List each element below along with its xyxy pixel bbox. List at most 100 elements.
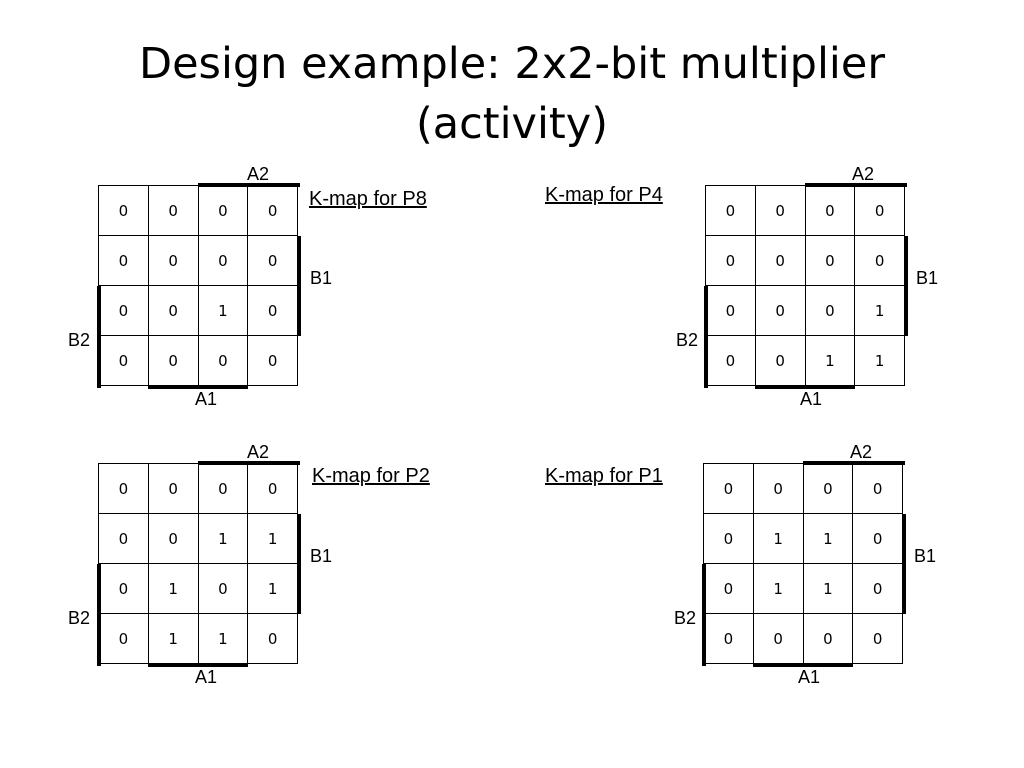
b2-bar — [704, 286, 708, 388]
kmap-grid: 0 0 0 0 0 0 1 1 0 1 0 1 0 1 1 0 — [98, 463, 298, 664]
kmap-cell: 0 — [802, 613, 854, 664]
kmap-cell: 0 — [98, 235, 149, 286]
kmap-cell: 0 — [147, 285, 199, 336]
kmap-cell: 1 — [197, 285, 249, 336]
kmap-cell: 0 — [98, 563, 149, 614]
kmap-cell: 1 — [854, 335, 905, 386]
kmap-cell: 0 — [98, 285, 149, 336]
kmap-cell: 0 — [98, 185, 149, 236]
kmap-grid: 0 0 0 0 0 0 0 0 0 0 0 1 0 0 1 1 — [705, 185, 905, 386]
label-b2: B2 — [676, 330, 699, 350]
kmap-cell: 1 — [247, 563, 298, 614]
b1-bar — [297, 514, 301, 614]
kmap-grid: 0 0 0 0 0 1 1 0 0 1 1 0 0 0 0 0 — [703, 463, 903, 664]
kmap-cell: 1 — [802, 563, 854, 614]
kmap-cell: 0 — [247, 235, 298, 286]
kmap-row: 0 0 0 0 — [98, 463, 298, 514]
kmap-cell: 0 — [754, 235, 806, 286]
kmap-cell: 0 — [147, 463, 199, 514]
kmap-cell: 0 — [703, 563, 754, 614]
kmap-cell: 0 — [197, 185, 249, 236]
kmap-cell: 1 — [247, 513, 298, 564]
kmap-row: 0 0 0 0 — [705, 235, 905, 286]
kmap-cell: 0 — [804, 285, 856, 336]
title-line-1: Design example: 2x2-bit multiplier — [138, 39, 886, 89]
caption-p2: K-map for P2 — [312, 465, 430, 487]
kmap-cell: 0 — [703, 613, 754, 664]
slide-title: Design example: 2x2-bit multiplier (acti… — [0, 34, 1024, 154]
label-b2: B2 — [68, 608, 91, 628]
label-b2: B2 — [674, 608, 697, 628]
kmap-cell: 0 — [754, 185, 806, 236]
b1-bar — [297, 236, 301, 336]
a1-bar — [148, 663, 248, 667]
a1-bar — [753, 663, 853, 667]
kmap-row: 0 0 0 0 — [98, 185, 298, 236]
label-a2: A2 — [247, 442, 270, 462]
label-a2: A2 — [852, 164, 875, 184]
kmap-row: 0 0 0 0 — [705, 185, 905, 236]
label-b1: B1 — [914, 546, 937, 566]
kmap-cell: 0 — [247, 285, 298, 336]
kmap-cell: 0 — [197, 563, 249, 614]
kmap-cell: 1 — [197, 613, 249, 664]
kmap-cell: 0 — [804, 185, 856, 236]
kmap-p1: A2 0 0 0 0 0 1 1 0 0 1 1 0 0 0 0 0 B1 B2 — [673, 442, 936, 687]
a1-bar — [148, 385, 248, 389]
kmap-cell: 0 — [804, 235, 856, 286]
kmap-cell: 0 — [854, 235, 905, 286]
b2-bar — [97, 286, 101, 388]
kmap-cell: 0 — [197, 463, 249, 514]
kmap-row: 0 0 0 0 — [98, 235, 298, 286]
kmap-cell: 0 — [705, 285, 756, 336]
kmap-cell: 0 — [703, 513, 754, 564]
label-a1: A1 — [195, 667, 218, 687]
kmap-cell: 0 — [98, 335, 149, 386]
kmap-cell: 0 — [147, 335, 199, 386]
kmap-cell: 0 — [247, 463, 298, 514]
kmap-cell: 0 — [705, 185, 756, 236]
kmap-row: 0 0 1 0 — [98, 285, 298, 336]
kmap-cell: 0 — [705, 235, 756, 286]
kmap-row: 0 1 1 0 — [703, 563, 903, 614]
label-b1: B1 — [916, 268, 939, 288]
kmap-cell: 0 — [247, 613, 298, 664]
label-a2: A2 — [850, 442, 873, 462]
caption-p1: K-map for P1 — [545, 465, 663, 487]
kmap-cell: 1 — [752, 513, 804, 564]
kmap-p2: A2 0 0 0 0 0 0 1 1 0 1 0 1 0 1 1 0 B1 B2 — [68, 442, 332, 687]
kmap-cell: 0 — [98, 463, 149, 514]
kmap-cell: 0 — [754, 285, 806, 336]
kmap-cell: 0 — [752, 613, 804, 664]
kmap-cell: 0 — [147, 513, 199, 564]
kmap-cell: 0 — [147, 235, 199, 286]
kmap-cell: 0 — [705, 335, 756, 386]
label-a2: A2 — [247, 164, 270, 184]
kmap-cell: 0 — [197, 335, 249, 386]
b2-bar — [97, 564, 101, 666]
caption-p4: K-map for P4 — [545, 184, 663, 206]
a1-bar — [755, 385, 855, 389]
kmap-cell: 0 — [98, 513, 149, 564]
kmap-row: 0 0 0 0 — [703, 613, 903, 664]
kmap-cell: 0 — [703, 463, 754, 514]
label-b2: B2 — [68, 330, 91, 350]
kmap-cell: 0 — [247, 185, 298, 236]
kmap-cell: 0 — [852, 613, 903, 664]
label-a1: A1 — [798, 667, 821, 687]
kmap-row: 0 0 1 1 — [705, 335, 905, 386]
kmap-cell: 0 — [852, 463, 903, 514]
kmap-cell: 0 — [852, 513, 903, 564]
label-b1: B1 — [310, 268, 333, 288]
kmap-cell: 1 — [197, 513, 249, 564]
kmap-cell: 1 — [147, 613, 199, 664]
kmap-cell: 1 — [147, 563, 199, 614]
kmap-cell: 0 — [802, 463, 854, 514]
kmap-row: 0 0 0 0 — [703, 463, 903, 514]
kmap-cell: 1 — [804, 335, 856, 386]
label-b1: B1 — [310, 546, 333, 566]
title-line-2: (activity) — [415, 99, 609, 149]
b1-bar — [902, 514, 906, 614]
kmap-row: 0 1 0 1 — [98, 563, 298, 614]
kmap-row: 0 1 1 0 — [98, 613, 298, 664]
